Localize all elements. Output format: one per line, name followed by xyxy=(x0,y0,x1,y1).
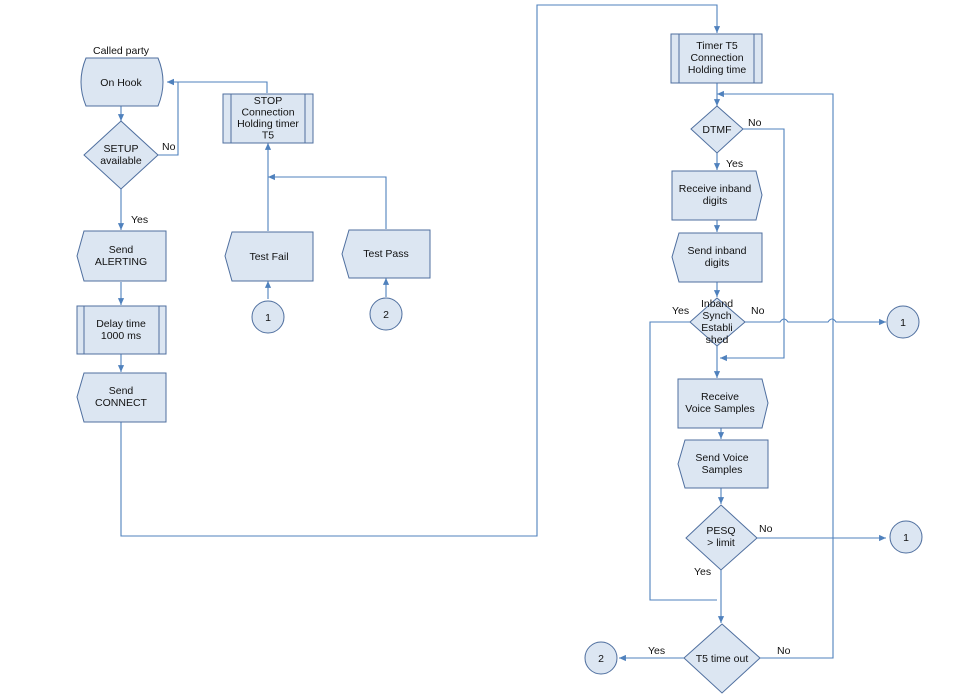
text-line: T5 time out xyxy=(696,653,749,665)
pesq-yes-label: Yes xyxy=(694,566,711,578)
text-line: 1000 ms xyxy=(101,330,141,342)
text-line: STOP xyxy=(254,95,282,107)
text-line: Holding time xyxy=(688,64,747,76)
connector-2-right-text: 2 xyxy=(598,653,604,665)
line-stop-onhook xyxy=(167,78,268,93)
text-line: Test Fail xyxy=(249,251,288,263)
dtmf-yes-label: Yes xyxy=(726,158,743,170)
t5-no-label: No xyxy=(777,645,791,657)
text-line: CONNECT xyxy=(95,397,148,409)
text-line: Inband xyxy=(701,298,733,310)
text-line: T5 xyxy=(262,130,274,142)
line-inband-no xyxy=(745,318,886,326)
t5-yes-label: Yes xyxy=(648,645,665,657)
line-inband-yes xyxy=(649,321,717,601)
pesq-text: PESQ> limit xyxy=(706,525,735,549)
text-line: > limit xyxy=(707,537,735,549)
setup-yes-label: Yes xyxy=(131,214,148,226)
text-line: Holding timer xyxy=(237,118,299,130)
pesq-decision: PESQ> limit xyxy=(685,504,758,571)
text-line: Test Pass xyxy=(363,248,409,260)
dtmf-no-label: No xyxy=(748,117,762,129)
dtmf-decision: DTMF xyxy=(690,105,744,154)
line-dtmf-no xyxy=(720,128,785,362)
text-line: Send xyxy=(109,385,134,397)
text-line: Establi xyxy=(701,322,733,334)
text-line: Send xyxy=(109,244,134,256)
text-line: Connection xyxy=(241,107,294,119)
setup-no-label: No xyxy=(162,141,176,153)
test-pass-shape: Test Pass xyxy=(341,229,431,279)
connector-1-left: 1 xyxy=(251,300,285,334)
test-fail-shape: Test Fail xyxy=(224,231,314,282)
text-line: DTMF xyxy=(702,124,731,136)
on-hook-text: On Hook xyxy=(100,77,142,89)
pesq-no-label: No xyxy=(759,523,773,535)
dtmf-text: DTMF xyxy=(702,124,731,136)
text-line: Connection xyxy=(690,52,743,64)
text-line: Delay time xyxy=(96,318,146,330)
text-line: Receive inband xyxy=(679,183,752,195)
text-line: shed xyxy=(706,334,729,346)
connector-1-right-a: 1 xyxy=(886,305,920,339)
text-line: Samples xyxy=(702,464,743,476)
inband-no-label: No xyxy=(751,305,765,317)
test-pass-text: Test Pass xyxy=(363,248,409,260)
connector-2-left: 2 xyxy=(369,297,403,331)
text-line: On Hook xyxy=(100,77,142,89)
text-line: Timer T5 xyxy=(696,40,738,52)
text-line: available xyxy=(100,155,142,167)
connector-1-right-b: 1 xyxy=(889,520,923,554)
called-party-label: Called party xyxy=(93,45,150,57)
connector-1-right-b-text: 1 xyxy=(903,532,909,544)
text-line: PESQ xyxy=(706,525,735,537)
t5-timeout-decision: T5 time out xyxy=(683,623,761,694)
text-line: Receive xyxy=(701,391,739,403)
line-testpass-join xyxy=(268,173,387,229)
connector-1-right-a-text: 1 xyxy=(900,317,906,329)
connector-2-right: 2 xyxy=(584,641,618,675)
text-line: Send Voice xyxy=(695,452,748,464)
text-line: Voice Samples xyxy=(685,403,754,415)
line-t5-no xyxy=(717,90,834,659)
t5-timeout-text: T5 time out xyxy=(696,653,749,665)
text-line: Send inband xyxy=(688,245,747,257)
text-line: SETUP xyxy=(103,143,138,155)
connector-lines xyxy=(117,4,886,662)
text-line: digits xyxy=(705,257,730,269)
connector-1-left-text: 1 xyxy=(265,312,271,324)
line-connect-timer xyxy=(120,4,721,537)
text-line: Synch xyxy=(702,310,731,322)
test-fail-text: Test Fail xyxy=(249,251,288,263)
text-line: ALERTING xyxy=(95,256,147,268)
inband-yes-label: Yes xyxy=(672,305,689,317)
connector-2-left-text: 2 xyxy=(383,309,389,321)
text-line: digits xyxy=(703,195,728,207)
on-hook-terminal: On Hook xyxy=(80,57,164,107)
